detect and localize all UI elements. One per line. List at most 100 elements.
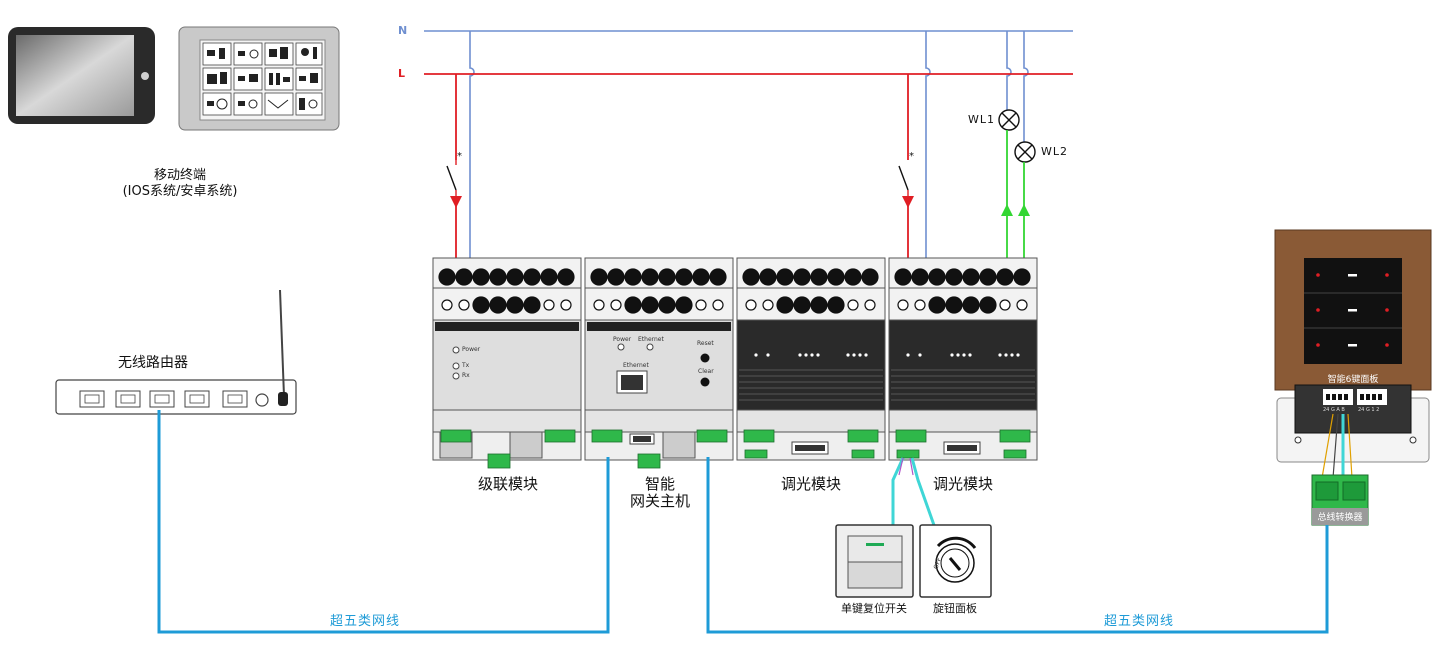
panel-wires bbox=[1321, 413, 1353, 479]
terminal-screw bbox=[776, 268, 794, 286]
terminal-screw bbox=[641, 268, 659, 286]
terminal-screw bbox=[945, 296, 963, 314]
terminal-screw bbox=[590, 268, 608, 286]
load-arrows bbox=[1001, 204, 1030, 216]
terminal-screw bbox=[458, 299, 470, 311]
terminal-screw bbox=[557, 268, 575, 286]
bus-converter-icon bbox=[1311, 474, 1369, 526]
svg-text:*: * bbox=[909, 151, 914, 162]
terminal-screw bbox=[1013, 268, 1031, 286]
terminal-screw bbox=[776, 296, 794, 314]
lamp-wl1-icon bbox=[998, 109, 1020, 131]
gateway-label-line2: 网关主机 bbox=[629, 492, 690, 510]
terminal-screw bbox=[897, 299, 909, 311]
dimmer-indicators bbox=[754, 353, 1020, 357]
tablet-icon bbox=[8, 27, 155, 124]
terminal-screw bbox=[962, 268, 980, 286]
mobile-os-label: (IOS系统/安卓系统) bbox=[122, 184, 238, 199]
terminal-screw bbox=[610, 299, 622, 311]
gateway-port-label: Ethernet bbox=[623, 362, 649, 369]
switch-wires bbox=[891, 457, 937, 529]
cascade-led-power: Power bbox=[462, 346, 481, 353]
terminal-screw bbox=[999, 299, 1011, 311]
panel-terminal-right: 24 G 1 2 bbox=[1358, 407, 1380, 413]
module-gateway bbox=[584, 257, 734, 461]
lamp-wl1-label: WL1 bbox=[968, 113, 996, 126]
terminal-screw bbox=[962, 296, 980, 314]
network-cables bbox=[157, 410, 1329, 634]
terminal-screw bbox=[793, 296, 811, 314]
terminal-screw bbox=[560, 299, 572, 311]
terminal-screw bbox=[438, 268, 456, 286]
gateway-clear-label: Clear bbox=[698, 368, 714, 375]
terminal-screw bbox=[712, 299, 724, 311]
terminal-screw bbox=[810, 268, 828, 286]
terminal-screw bbox=[996, 268, 1014, 286]
six-key-panel bbox=[1274, 229, 1432, 463]
terminal-screw bbox=[641, 296, 659, 314]
terminal-screw bbox=[593, 299, 605, 311]
terminal-screw bbox=[759, 268, 777, 286]
terminal-screw bbox=[540, 268, 558, 286]
svg-text:*: * bbox=[457, 151, 462, 162]
terminal-screw bbox=[506, 296, 524, 314]
terminal-screw bbox=[523, 268, 541, 286]
live-line bbox=[424, 73, 1073, 160]
module-dimmer-2 bbox=[888, 257, 1038, 461]
terminal-screw bbox=[742, 268, 760, 286]
terminal-screw bbox=[658, 268, 676, 286]
terminal-screw bbox=[523, 296, 541, 314]
terminal-screw bbox=[506, 268, 524, 286]
terminal-screw bbox=[658, 296, 676, 314]
gateway-reset-label: Reset bbox=[697, 340, 714, 347]
terminal-screw bbox=[793, 268, 811, 286]
panel-label: 智能6键面板 bbox=[1327, 375, 1379, 385]
terminal-screw bbox=[692, 268, 710, 286]
terminal-screw bbox=[624, 268, 642, 286]
terminal-screw bbox=[979, 296, 997, 314]
terminal-screw bbox=[1016, 299, 1028, 311]
terminal-screw bbox=[489, 296, 507, 314]
terminal-screw bbox=[861, 268, 879, 286]
terminal-screw bbox=[979, 268, 997, 286]
green-connectors bbox=[440, 429, 1031, 469]
terminal-screw bbox=[945, 268, 963, 286]
knob-panel-label: 旋钮面板 bbox=[933, 602, 977, 615]
router-icon bbox=[55, 289, 297, 415]
gateway-led-ethernet: Ethernet bbox=[638, 336, 664, 343]
terminal-screw bbox=[441, 299, 453, 311]
terminal-screw bbox=[864, 299, 876, 311]
terminal-screw bbox=[827, 296, 845, 314]
gateway-label-line1: 智能 bbox=[644, 475, 675, 493]
gateway-leds bbox=[617, 343, 654, 351]
dimmer-2-label: 调光模块 bbox=[932, 475, 993, 493]
cascade-led-rx: Rx bbox=[462, 372, 470, 379]
terminal-screw bbox=[810, 296, 828, 314]
terminal-screw bbox=[911, 268, 929, 286]
terminal-screw bbox=[894, 268, 912, 286]
cable-right-label: 超五类网线 bbox=[1104, 614, 1175, 629]
gateway-led-power: Power bbox=[613, 336, 632, 343]
panel-terminal-left: 24 G A B bbox=[1323, 407, 1345, 413]
touch-panel-icon bbox=[178, 26, 340, 131]
bus-converter-label: 总线转换器 bbox=[1317, 513, 1363, 523]
dimmer-1-label: 调光模块 bbox=[780, 475, 841, 493]
terminal-screw bbox=[709, 268, 727, 286]
neutral-line-label: N bbox=[398, 24, 408, 37]
terminal-blocks bbox=[438, 268, 1031, 314]
mobile-label: 移动终端 bbox=[153, 168, 206, 183]
terminal-screw bbox=[928, 296, 946, 314]
terminal-screw bbox=[472, 268, 490, 286]
terminal-screw bbox=[762, 299, 774, 311]
terminal-screw bbox=[745, 299, 757, 311]
terminal-screw bbox=[624, 296, 642, 314]
terminal-screw bbox=[472, 296, 490, 314]
terminal-screw bbox=[455, 268, 473, 286]
knob-panel-icon bbox=[919, 524, 992, 598]
lamp-wl2-label: WL2 bbox=[1041, 145, 1069, 158]
terminal-screw bbox=[827, 268, 845, 286]
cascade-leds bbox=[452, 346, 460, 380]
terminal-screw bbox=[675, 296, 693, 314]
neutral-line bbox=[424, 30, 1073, 305]
terminal-screw bbox=[489, 268, 507, 286]
